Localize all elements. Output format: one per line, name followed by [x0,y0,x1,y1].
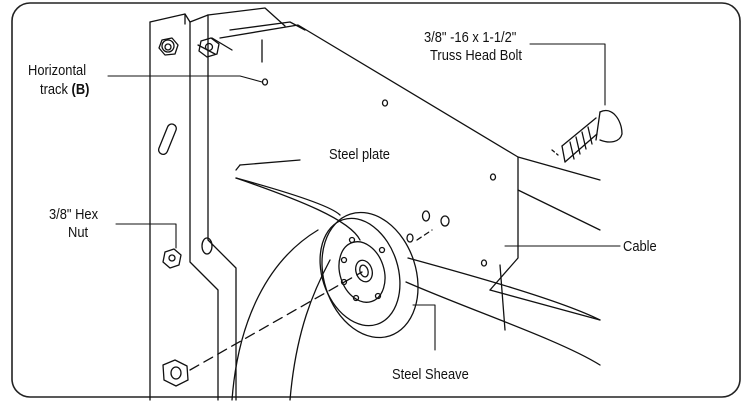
plate-label: Steel plate [329,146,390,163]
border-frame [11,2,741,398]
hex-nut-bottom [162,359,189,387]
steel-sheave [189,211,419,371]
bolt-label-line1: 3/8" -16 x 1-1/2" [424,29,517,46]
steel-plate [219,24,601,331]
hex-nut-middle [162,248,182,269]
nut-label-line1: 3/8" Hex [49,206,99,223]
cable [405,257,601,366]
leader-lines [107,43,621,351]
cable-label: Cable [623,238,657,255]
track-label-text: track [40,81,72,98]
sheave-label: Steel Sheave [392,366,469,383]
nut-label-line2: Nut [68,224,89,241]
track-label-line1: Horizontal [28,62,87,79]
truss-head-bolt [551,110,623,163]
cable-drum [231,177,361,401]
bolt-label-line2: Truss Head Bolt [430,47,523,64]
horizontal-track [158,7,306,86]
vertical-bracket [149,13,237,401]
track-label-line2: track (B) [40,81,89,99]
track-label-letter: (B) [71,81,90,98]
